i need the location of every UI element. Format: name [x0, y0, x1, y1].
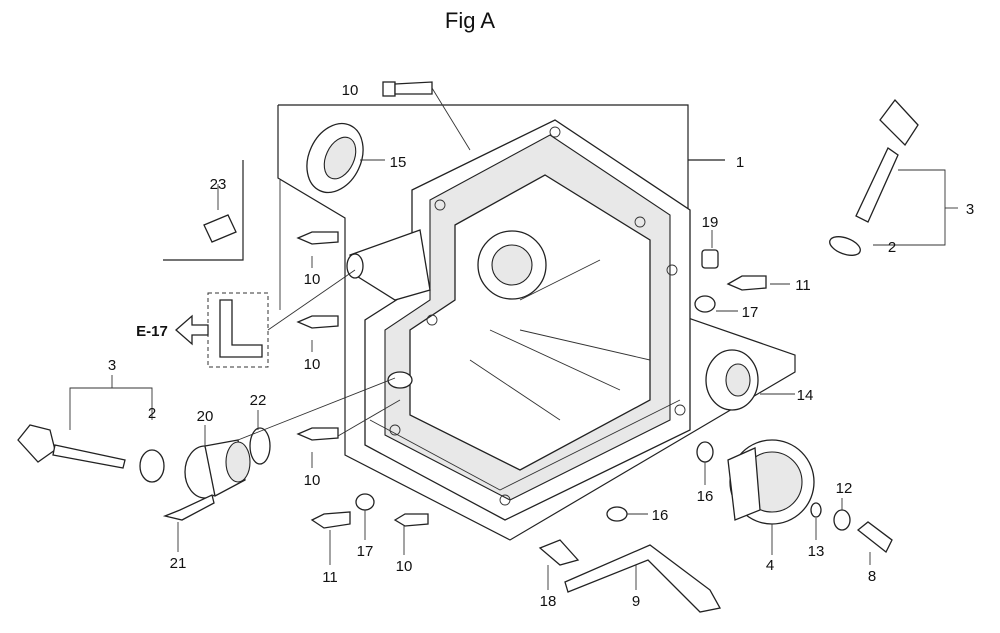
figure-title: Fig A [445, 8, 495, 33]
callout-21: 21 [170, 555, 187, 572]
gear-and-lever-part [538, 439, 893, 613]
callout-11-right: 11 [795, 277, 811, 294]
callout-10-a: 10 [304, 271, 321, 288]
callout-16-right: 16 [697, 488, 714, 505]
callout-18: 18 [540, 593, 557, 610]
callout-10-c: 10 [304, 472, 321, 489]
dipstick-part-left [17, 375, 165, 483]
reference-label: E-17 [136, 323, 168, 340]
callout-20: 20 [197, 408, 214, 425]
crankcase-body [346, 119, 691, 521]
callout-3-left: 3 [108, 357, 116, 374]
callout-9: 9 [632, 593, 640, 610]
callout-2-right: 2 [888, 239, 896, 256]
leader-lines [177, 184, 871, 590]
callout-4: 4 [766, 557, 774, 574]
pin-and-tube-part [163, 160, 356, 368]
dipstick-part-right [829, 98, 958, 256]
filler-collar-part [184, 377, 396, 499]
bolt-part-top [382, 81, 471, 151]
callout-17-bottom: 17 [357, 543, 374, 560]
callout-10-d: 10 [396, 558, 413, 575]
callout-10-b: 10 [304, 356, 321, 373]
oil-seal-part [306, 122, 385, 194]
callout-1: 1 [736, 154, 744, 171]
callout-17-right: 17 [742, 304, 759, 321]
callout-11-bottom: 11 [322, 569, 338, 586]
callout-19: 19 [702, 214, 719, 231]
callout-14: 14 [797, 387, 814, 404]
callout-23: 23 [210, 176, 227, 193]
callout-8: 8 [868, 568, 876, 585]
callout-2-left: 2 [148, 405, 156, 422]
bolt-parts-left [162, 231, 429, 529]
callout-16-bottom: 16 [652, 507, 669, 524]
callout-3-right: 3 [966, 201, 974, 218]
bolt-parts-right [606, 249, 767, 522]
callout-13: 13 [808, 543, 825, 560]
callout-labels: 1 2 2 3 3 4 8 9 10 10 10 10 10 10 11 11 … [108, 82, 974, 610]
callout-15: 15 [390, 154, 407, 171]
callout-12: 12 [836, 480, 853, 497]
callout-10-top: 10 [342, 82, 359, 99]
callout-22: 22 [250, 392, 267, 409]
